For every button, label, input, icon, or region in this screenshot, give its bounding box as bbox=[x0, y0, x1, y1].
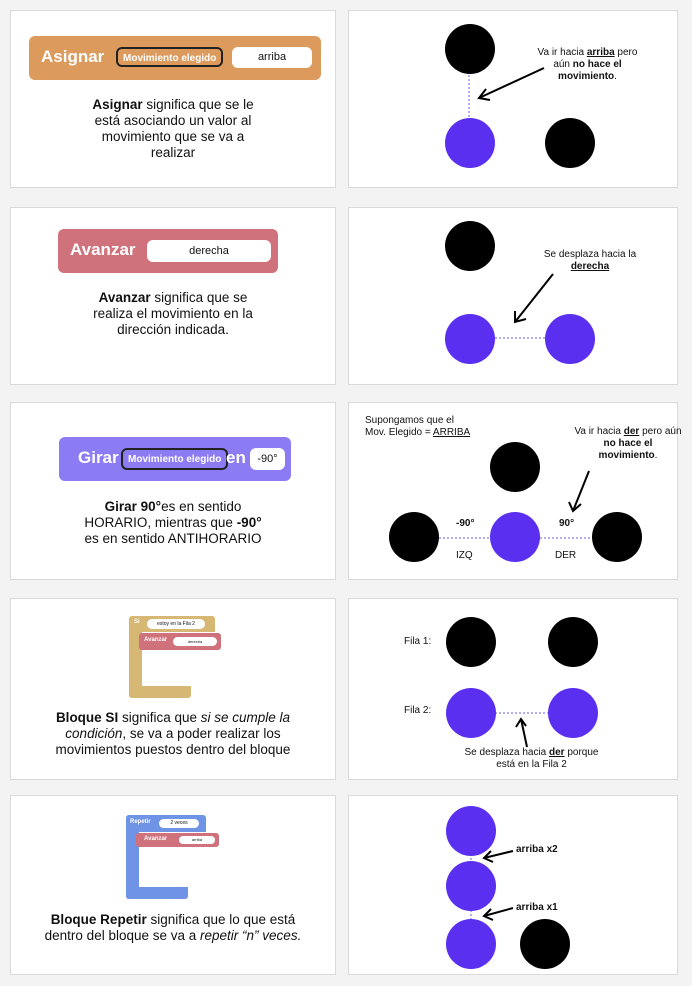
right-direction-label: DER bbox=[555, 550, 577, 561]
turn-assumption: Supongamos que el Mov. Elegido = ARRIBA bbox=[365, 415, 471, 438]
positive-angle-label: 90° bbox=[559, 518, 575, 529]
row-label-2: Fila 2: bbox=[404, 705, 432, 716]
if-note: Se desplaza hacia der porque está en la … bbox=[464, 747, 599, 770]
if-example-arrows bbox=[495, 712, 549, 748]
turn-example-panel: Supongamos que el Mov. Elegido = ARRIBA … bbox=[348, 402, 682, 580]
advance-example-panel: Se desplaza hacia la derecha bbox=[348, 207, 678, 385]
advance-value[interactable]: derecha bbox=[147, 240, 271, 262]
if-example-panel: Fila 1: Fila 2: Se desplaza hacia der po… bbox=[348, 598, 678, 780]
black-circle-top bbox=[445, 24, 495, 74]
purple-circle bbox=[445, 118, 495, 168]
repeat-block-label: Repetir bbox=[130, 819, 151, 825]
assign-panel: Asignar Movimiento elegido arriba Asigna… bbox=[10, 10, 336, 188]
black-circle-top bbox=[490, 442, 540, 492]
assign-field[interactable]: Movimiento elegido bbox=[116, 47, 224, 67]
black-circle-row1-left bbox=[446, 617, 496, 667]
purple-circle-middle bbox=[446, 861, 496, 911]
repeat-description: Bloque Repetir significa que lo que está… bbox=[44, 912, 302, 943]
turn-value[interactable]: -90° bbox=[250, 448, 285, 470]
purple-circle-start bbox=[445, 314, 495, 364]
black-circle-top bbox=[445, 221, 495, 271]
if-panel: Si estoy en la Fila 2 Avanzar derecha Bl… bbox=[10, 598, 336, 780]
repeat-panel: Repetir 2 veces Avanzar arriba Bloque Re… bbox=[10, 795, 336, 975]
repeat-inner-advance-value[interactable]: arriba bbox=[179, 836, 215, 844]
advance-block-label: Avanzar bbox=[70, 240, 136, 259]
negative-angle-label: -90° bbox=[456, 518, 475, 529]
label-arriba-x2: arriba x2 bbox=[516, 844, 558, 855]
purple-circle-bottom bbox=[446, 919, 496, 969]
purple-circle-row2-right bbox=[548, 688, 598, 738]
repeat-count[interactable]: 2 veces bbox=[159, 819, 199, 828]
if-inner-advance-block[interactable]: Avanzar derecha bbox=[139, 633, 221, 650]
repeat-example-panel: arriba x2 arriba x1 bbox=[348, 795, 678, 975]
advance-note: Se desplaza hacia la derecha bbox=[543, 249, 637, 272]
assign-block-label: Asignar bbox=[41, 47, 105, 66]
black-circle-right bbox=[545, 118, 595, 168]
if-condition[interactable]: estoy en la Fila 2 bbox=[147, 619, 205, 629]
advance-panel: Avanzar derecha Avanzar significa que se… bbox=[10, 207, 336, 385]
assign-example-panel: Va ir hacia arriba pero aún no hace el m… bbox=[348, 10, 678, 188]
assign-example-arrows bbox=[468, 67, 545, 119]
left-direction-label: IZQ bbox=[456, 550, 473, 561]
assign-description: Asignar significa que se le está asocian… bbox=[92, 97, 254, 160]
purple-circle-end bbox=[545, 314, 595, 364]
assign-note: Va ir hacia arriba pero aún no hace el m… bbox=[537, 47, 638, 82]
advance-description: Avanzar significa que se realiza el movi… bbox=[93, 290, 253, 337]
if-description: Bloque SI significa que si se cumple la … bbox=[55, 710, 291, 757]
turn-block[interactable]: Girar Movimiento elegido en -90° bbox=[59, 437, 291, 481]
repeat-inner-advance-label: Avanzar bbox=[144, 836, 168, 842]
if-block-label: Si bbox=[134, 619, 140, 625]
turn-note: Va ir hacia der pero aún no hace el movi… bbox=[574, 426, 682, 461]
purple-circle-center bbox=[490, 512, 540, 562]
black-circle-right bbox=[592, 512, 642, 562]
row-label-1: Fila 1: bbox=[404, 636, 432, 647]
advance-block[interactable]: Avanzar derecha bbox=[58, 229, 278, 273]
if-inner-advance-label: Avanzar bbox=[144, 637, 168, 643]
turn-example-arrows bbox=[439, 470, 592, 539]
repeat-inner-advance-block[interactable]: Avanzar arriba bbox=[136, 833, 219, 847]
turn-block-mid: en bbox=[226, 448, 246, 467]
assign-block[interactable]: Asignar Movimiento elegido arriba bbox=[29, 36, 321, 80]
advance-example-arrows bbox=[495, 273, 554, 339]
black-circle-row1-right bbox=[548, 617, 598, 667]
black-circle-left bbox=[389, 512, 439, 562]
turn-field[interactable]: Movimiento elegido bbox=[121, 448, 229, 470]
label-arriba-x1: arriba x1 bbox=[516, 902, 558, 913]
assign-value[interactable]: arriba bbox=[232, 47, 312, 68]
if-block[interactable]: Si estoy en la Fila 2 Avanzar derecha bbox=[129, 616, 221, 698]
turn-description: Girar 90°es en sentido HORARIO, mientras… bbox=[84, 499, 262, 546]
repeat-block[interactable]: Repetir 2 veces Avanzar arriba bbox=[126, 815, 219, 899]
repeat-example-arrows bbox=[470, 850, 514, 938]
black-circle-right bbox=[520, 919, 570, 969]
purple-circle-row2-left bbox=[446, 688, 496, 738]
turn-panel: Girar Movimiento elegido en -90° Girar 9… bbox=[10, 402, 336, 580]
if-inner-advance-value[interactable]: derecha bbox=[173, 637, 217, 646]
purple-circle-top bbox=[446, 806, 496, 856]
turn-block-label: Girar bbox=[78, 448, 119, 467]
